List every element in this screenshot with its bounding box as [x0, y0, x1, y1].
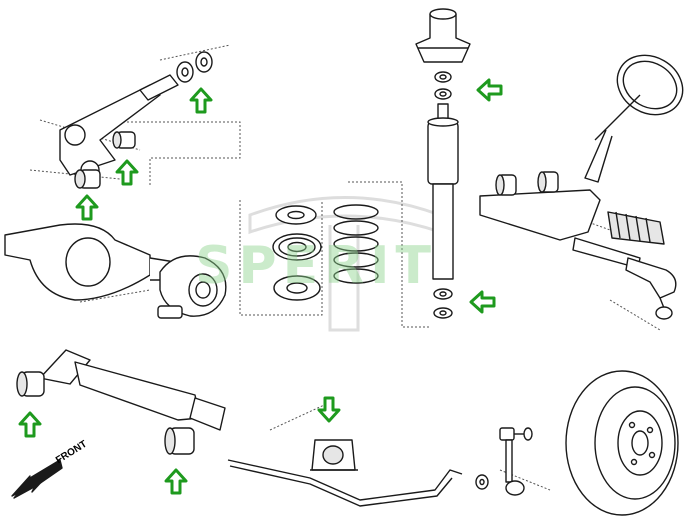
arrow-indicator	[189, 87, 213, 114]
steering-wheel	[584, 54, 684, 183]
steering-boot	[607, 211, 665, 245]
shock-lower-washers	[433, 288, 453, 319]
arrow-indicator	[469, 290, 496, 314]
steering-rack	[479, 171, 641, 269]
arrow-indicator	[115, 159, 139, 186]
wheel	[565, 370, 679, 516]
tie-rod-end	[625, 257, 677, 320]
lower-control-arm	[39, 349, 226, 431]
control-arm-bushing-upper	[112, 131, 136, 149]
coil-spring	[333, 204, 379, 284]
strut-top-mount	[415, 8, 471, 63]
shock-absorber	[427, 103, 459, 280]
strut-mount-washers	[434, 71, 452, 100]
front-arrow	[11, 459, 63, 499]
stabilizer-washer	[475, 474, 489, 490]
upper-control-arm	[59, 74, 179, 180]
arrow-indicator	[164, 468, 188, 495]
stabilizer-bushing	[310, 439, 358, 471]
lower-arm-bushing-rear	[164, 427, 195, 455]
stabilizer-bar	[227, 459, 463, 507]
wheel-hub	[157, 255, 227, 319]
arrow-indicator	[476, 78, 503, 102]
arrow-indicator	[18, 411, 42, 438]
arrow-indicator	[75, 194, 99, 221]
spring-seat-bearing	[272, 205, 322, 301]
lower-arm-bushing-front	[16, 371, 45, 397]
control-arm-washers	[176, 51, 213, 83]
stabilizer-link	[499, 427, 533, 496]
rear-beam-axle	[4, 223, 176, 301]
control-arm-bushing-lower	[74, 169, 101, 189]
arrow-indicator	[317, 396, 341, 423]
